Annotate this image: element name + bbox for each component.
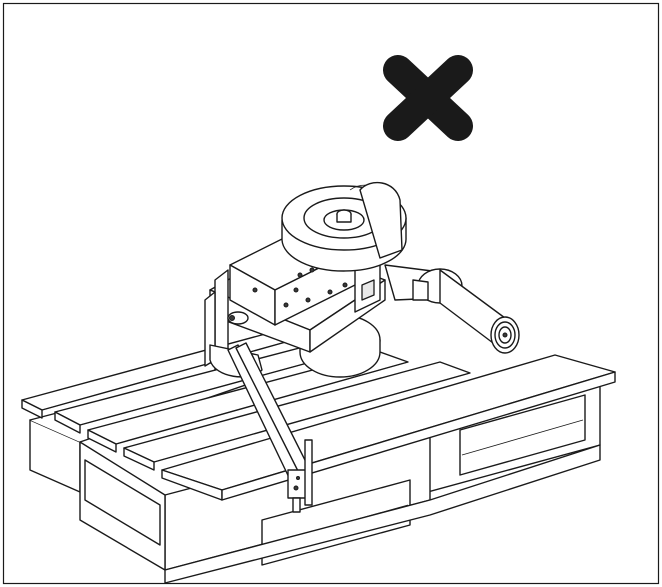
cross-icon: [383, 55, 473, 141]
tire-changer-machine: [204, 181, 520, 513]
support-leg: [227, 342, 313, 513]
horizontal-arm: [384, 264, 520, 354]
